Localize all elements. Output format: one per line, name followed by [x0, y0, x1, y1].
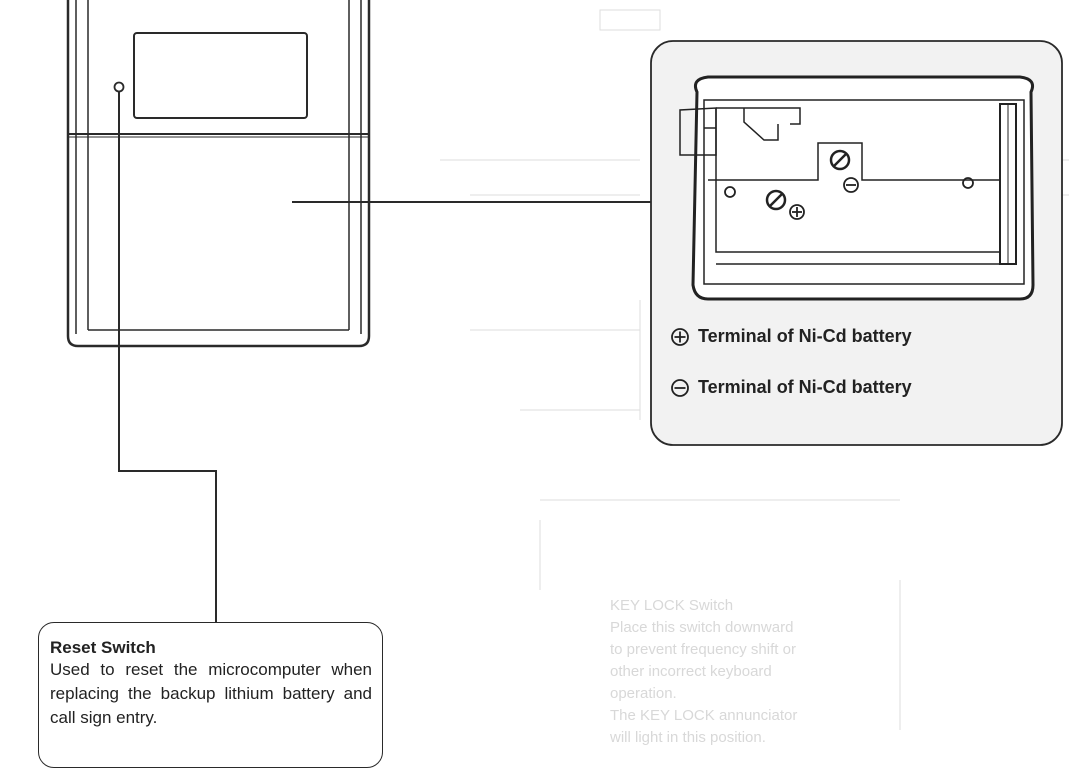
svg-text:to prevent frequency shift or: to prevent frequency shift or — [610, 641, 796, 658]
mounting-holes — [724, 177, 974, 198]
battery-compartment — [679, 75, 1035, 301]
reset-switch-callout: Reset Switch Used to reset the microcomp… — [38, 622, 383, 768]
legend-minus-terminal: Terminal of Ni-Cd battery — [670, 377, 912, 398]
svg-text:Place this switch downward: Place this switch downward — [610, 619, 793, 636]
plus-terminal-symbol — [789, 204, 805, 220]
plus-circle-icon — [671, 327, 689, 346]
minus-terminal-symbol — [843, 177, 859, 193]
terminal-screws — [765, 149, 851, 211]
reset-switch-description: Used to reset the microcomputer when rep… — [50, 660, 372, 727]
svg-text:other incorrect keyboard: other incorrect keyboard — [610, 663, 772, 680]
bleed-through-background — [440, 9, 1069, 730]
svg-text:KEY LOCK Switch: KEY LOCK Switch — [610, 597, 733, 614]
svg-text:operation.: operation. — [610, 685, 677, 702]
reset-switch-leader-line — [118, 92, 217, 622]
radio-body — [66, 0, 371, 348]
legend-minus-label: Terminal of Ni-Cd battery — [698, 377, 912, 397]
legend-plus-terminal: Terminal of Ni-Cd battery — [670, 326, 912, 347]
reset-switch-hole[interactable] — [113, 81, 125, 93]
reset-switch-title: Reset Switch — [50, 638, 156, 657]
display-window — [133, 32, 308, 119]
minus-circle-icon — [671, 378, 689, 397]
svg-text:will light in this position.: will light in this position. — [609, 729, 766, 746]
bleed-through-text: KEY LOCK Switch Place this switch downwa… — [609, 597, 797, 746]
legend-plus-label: Terminal of Ni-Cd battery — [698, 326, 912, 346]
svg-text:The KEY LOCK annunciator: The KEY LOCK annunciator — [610, 707, 797, 724]
